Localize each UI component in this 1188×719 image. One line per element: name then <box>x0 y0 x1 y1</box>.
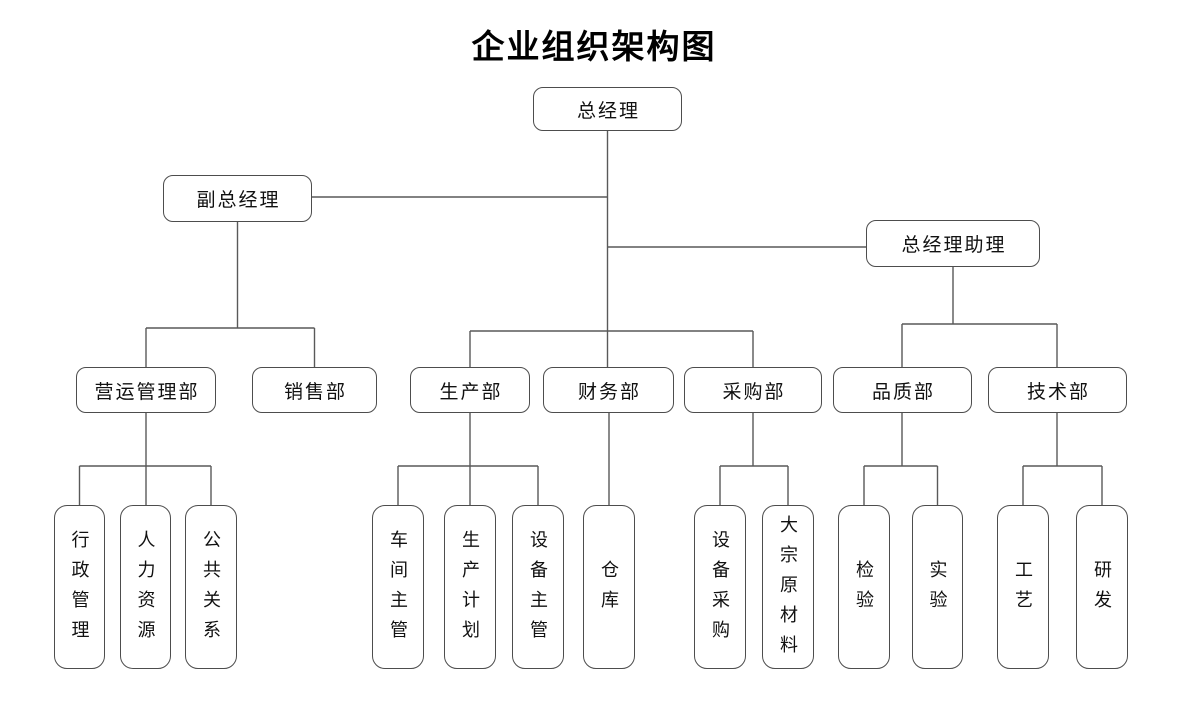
node-dept-purchasing: 采购部 <box>684 367 822 413</box>
node-dept-finance: 财务部 <box>543 367 674 413</box>
node-warehouse: 仓库 <box>583 505 635 669</box>
node-production-planning: 生产计划 <box>444 505 496 669</box>
node-process: 工艺 <box>997 505 1049 669</box>
node-workshop-supervisor: 车间主管 <box>372 505 424 669</box>
node-dept-quality: 品质部 <box>833 367 972 413</box>
node-dept-sales: 销售部 <box>252 367 377 413</box>
node-dept-operations: 营运管理部 <box>76 367 216 413</box>
node-rnd: 研发 <box>1076 505 1128 669</box>
node-inspection: 检验 <box>838 505 890 669</box>
node-dept-production: 生产部 <box>410 367 530 413</box>
node-admin-management: 行政管理 <box>54 505 105 669</box>
node-human-resources: 人力资源 <box>120 505 171 669</box>
node-equipment-supervisor: 设备主管 <box>512 505 564 669</box>
node-dept-technology: 技术部 <box>988 367 1127 413</box>
node-experiment: 实验 <box>912 505 963 669</box>
node-gm-assistant: 总经理助理 <box>866 220 1040 267</box>
node-public-relations: 公共关系 <box>185 505 237 669</box>
chart-title: 企业组织架构图 <box>471 28 717 65</box>
node-equipment-purchasing: 设备采购 <box>694 505 746 669</box>
node-deputy-general-manager: 副总经理 <box>163 175 312 222</box>
node-bulk-raw-materials: 大宗原材料 <box>762 505 814 669</box>
node-general-manager: 总经理 <box>533 87 682 131</box>
